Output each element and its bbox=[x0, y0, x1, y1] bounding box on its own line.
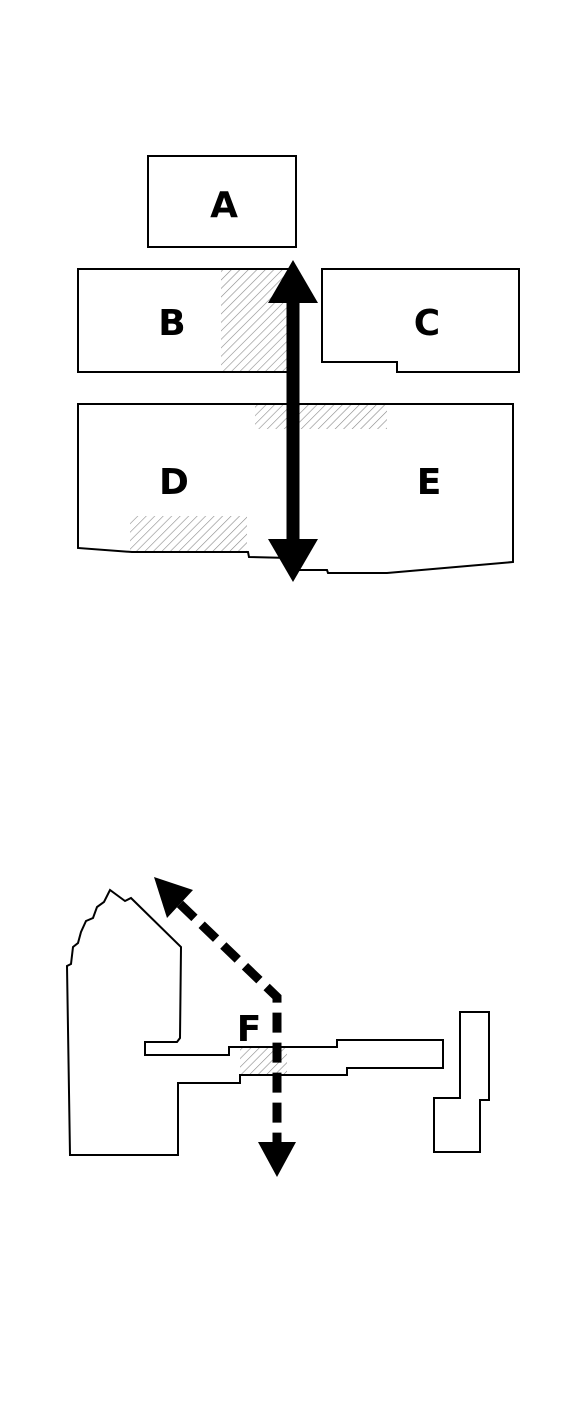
building-c bbox=[321, 268, 520, 373]
building-right bbox=[433, 1011, 490, 1153]
dashed-double-arrow bbox=[154, 877, 296, 1177]
label-b: B bbox=[158, 303, 185, 344]
label-a: A bbox=[210, 185, 238, 226]
label-c: C bbox=[414, 303, 440, 344]
arrow-head-up bbox=[268, 260, 318, 303]
arrow-head-down bbox=[268, 539, 318, 582]
label-d: D bbox=[159, 462, 189, 503]
label-e: E bbox=[417, 462, 442, 503]
building-a bbox=[147, 155, 297, 248]
hatched-area-link bbox=[255, 405, 387, 429]
building-left bbox=[65, 888, 444, 1156]
label-f: F bbox=[237, 1009, 262, 1050]
arrow-head-down bbox=[258, 1142, 296, 1177]
upper-plan: A B C D E bbox=[77, 155, 520, 582]
solid-double-arrow bbox=[268, 260, 318, 582]
lower-plan: F bbox=[65, 877, 490, 1177]
arrow-head-up-left bbox=[154, 877, 193, 918]
hatched-area-d bbox=[130, 516, 247, 551]
